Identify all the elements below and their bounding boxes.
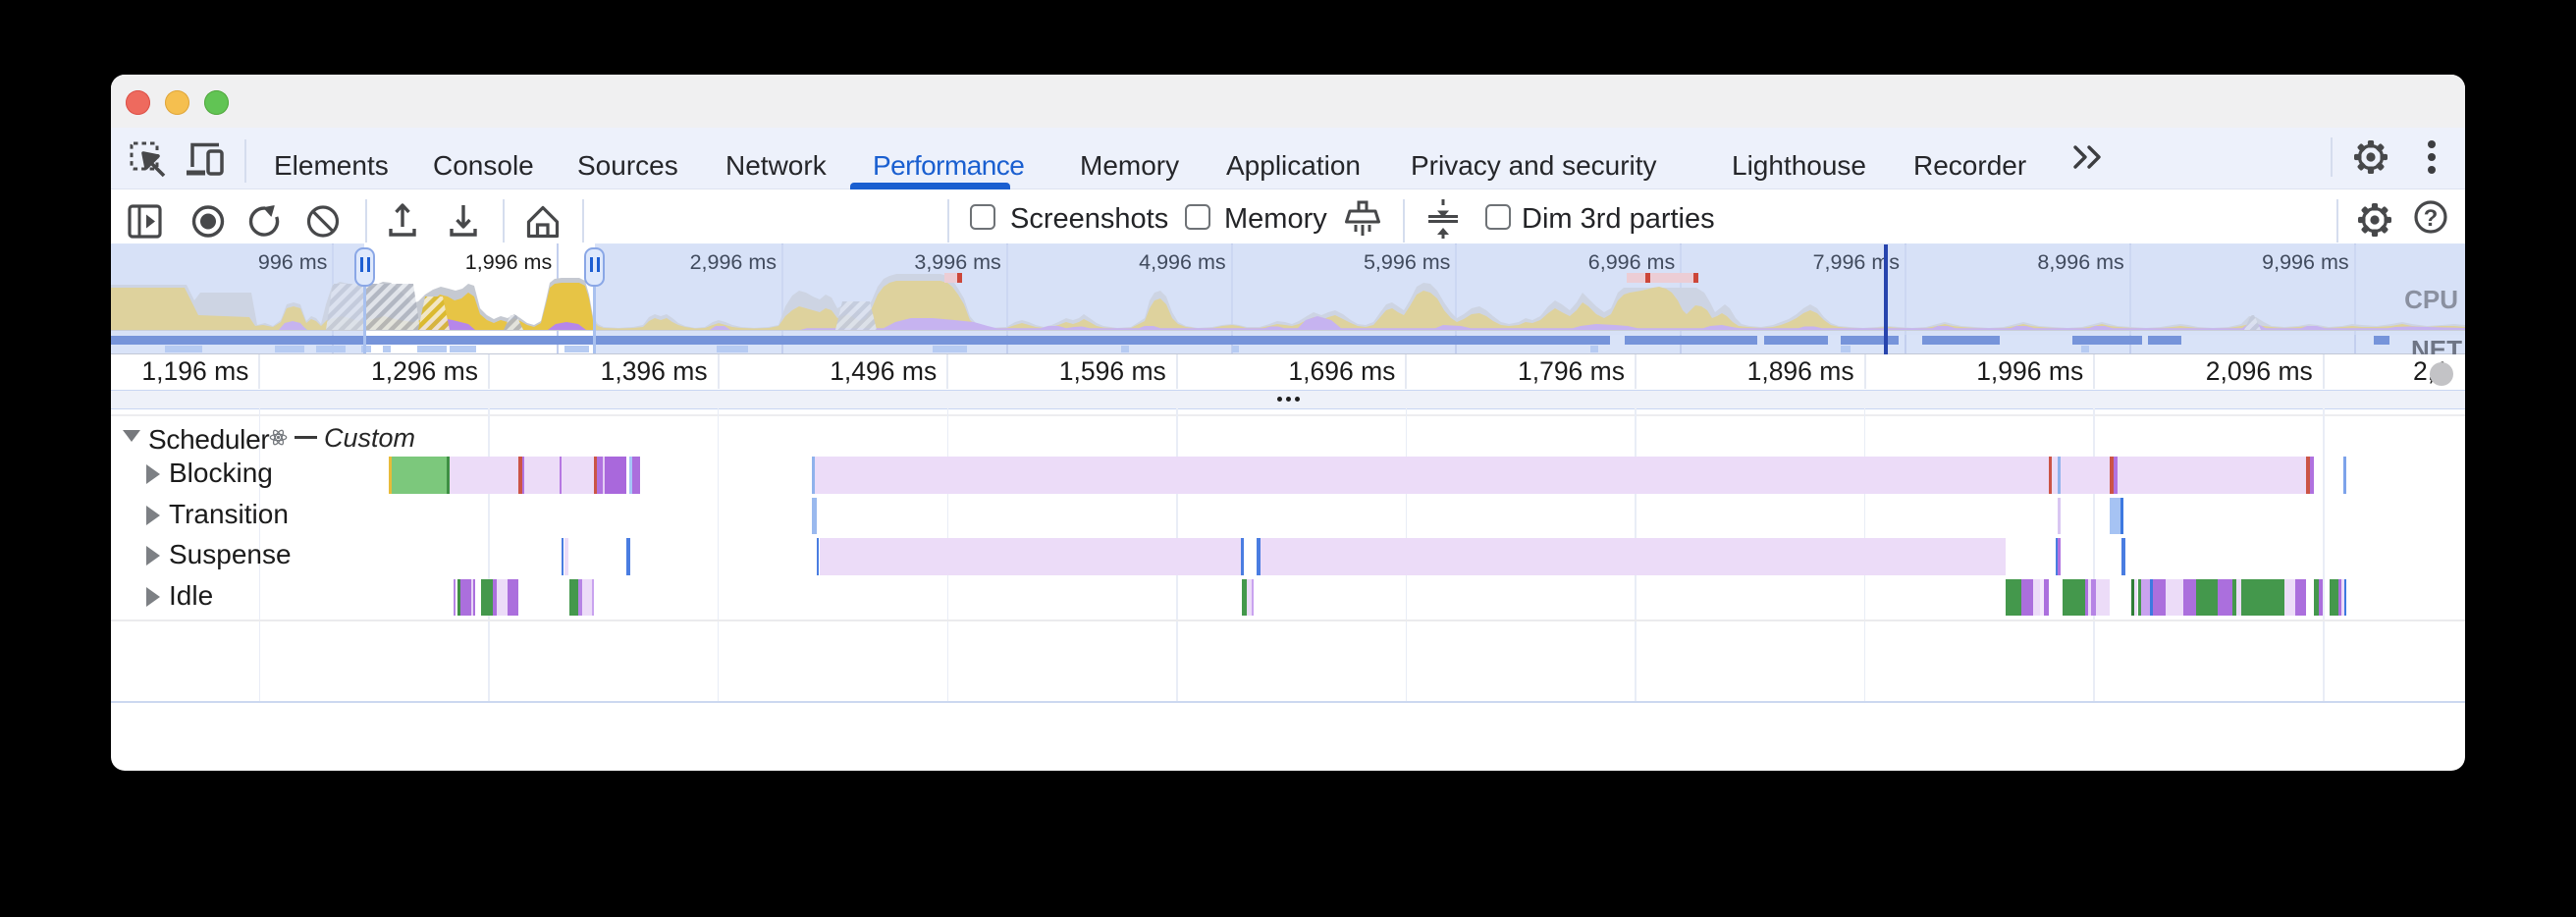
svg-text:?: ?: [2424, 205, 2439, 232]
